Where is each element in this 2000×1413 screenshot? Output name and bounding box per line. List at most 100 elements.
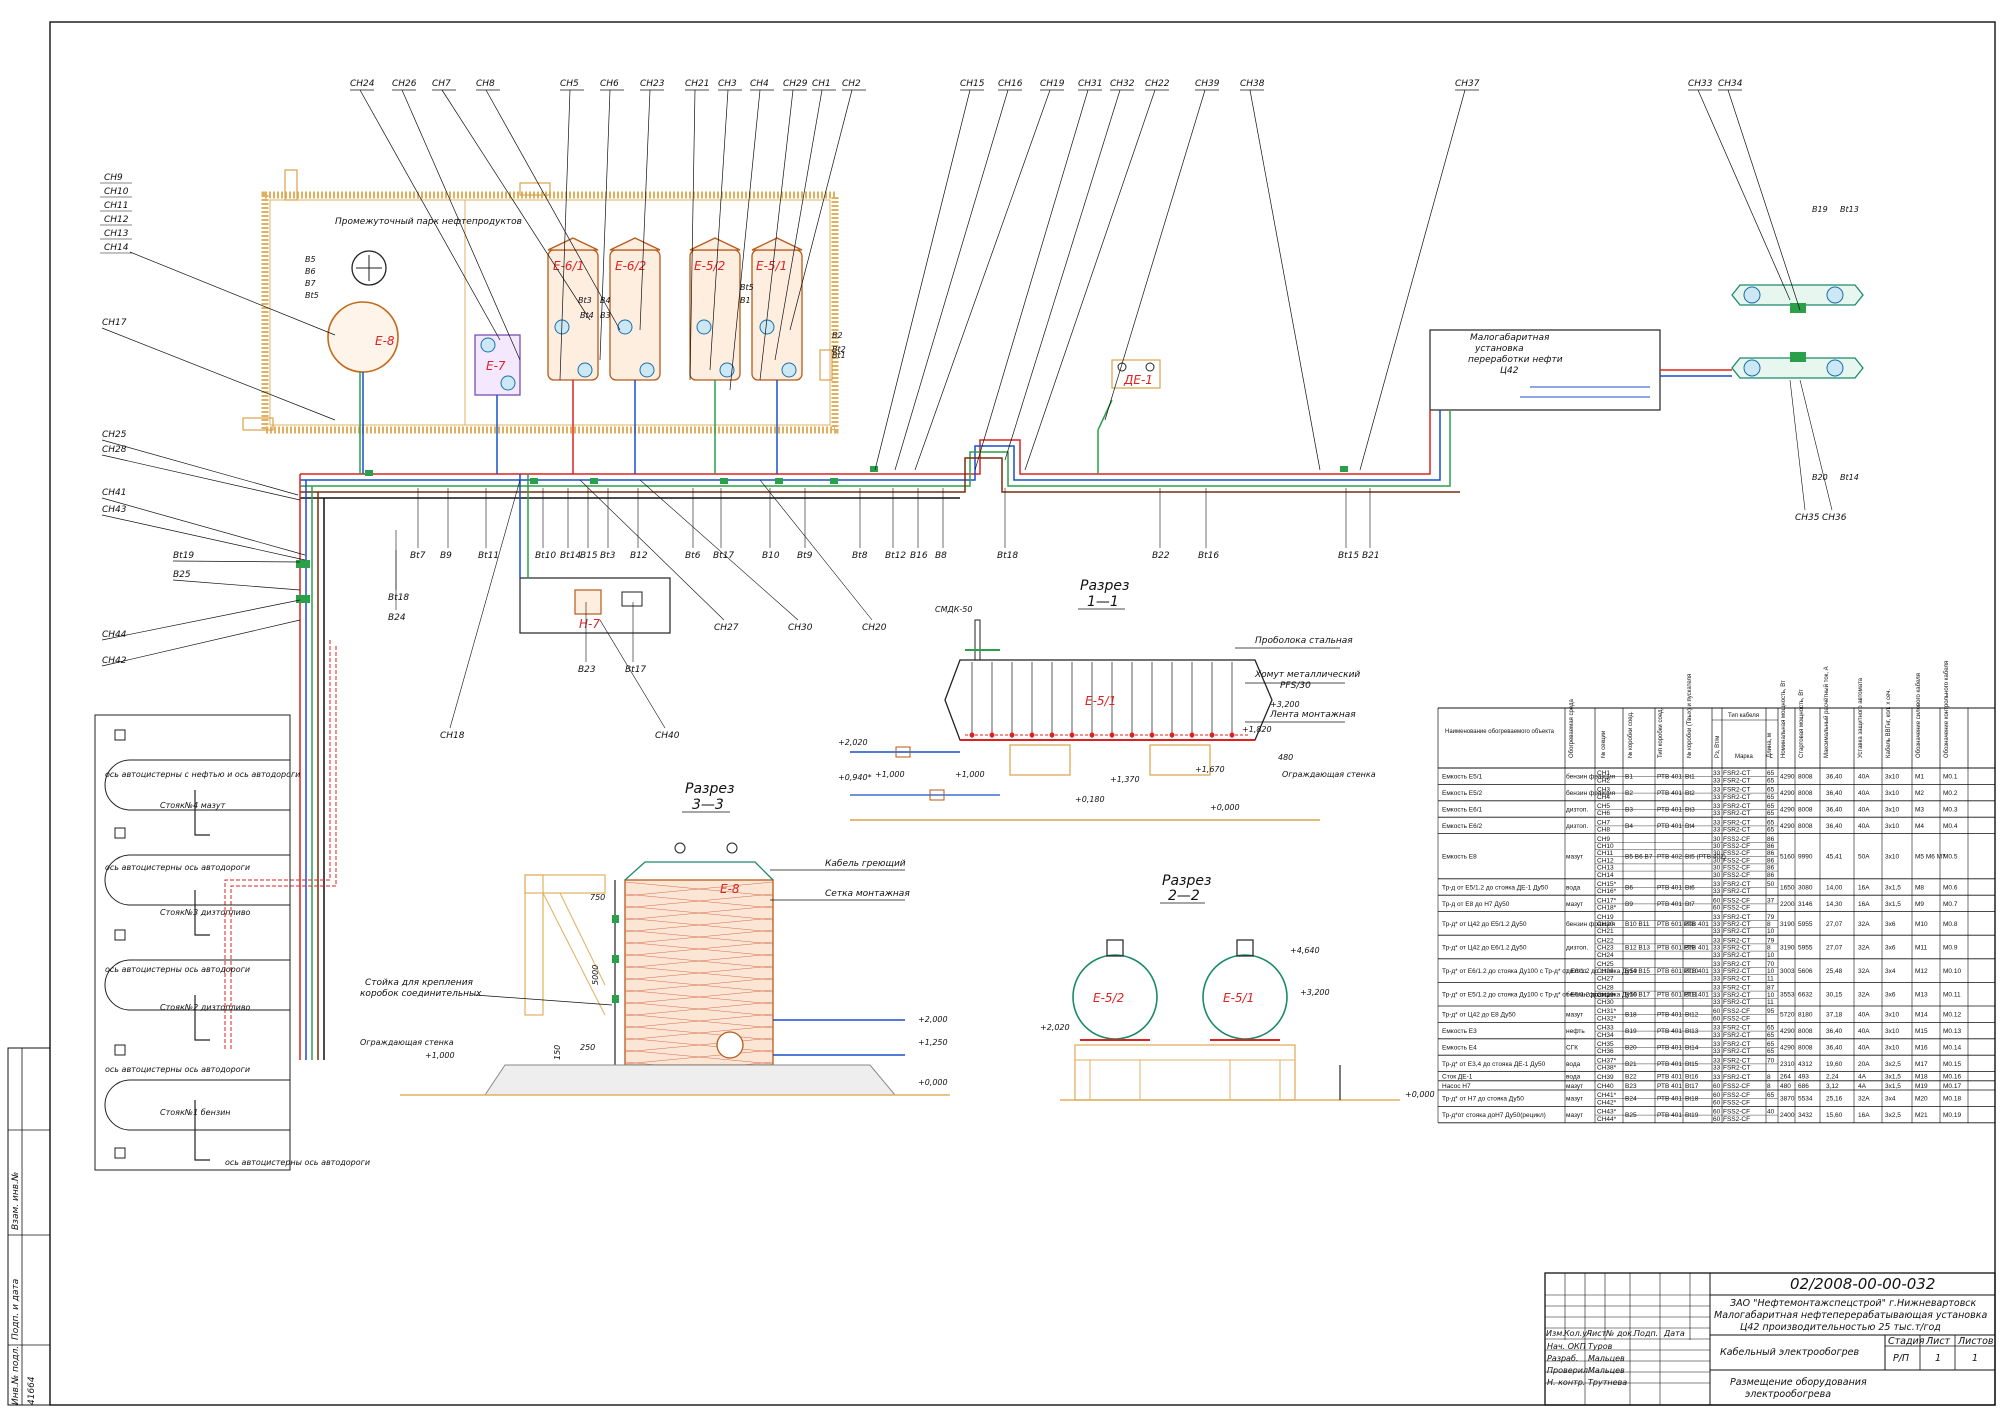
table-cell-cable: 3х10 bbox=[1885, 790, 1899, 797]
leader-line bbox=[441, 89, 591, 321]
table-cell-pz: 33 bbox=[1713, 770, 1721, 777]
leader-line bbox=[101, 619, 301, 667]
mesh-line bbox=[624, 941, 774, 957]
leader-line bbox=[639, 479, 799, 621]
table-cell-ctrl: Вt19 bbox=[1685, 1112, 1699, 1119]
section-33-note-1: Кабель греющий bbox=[825, 859, 906, 869]
park-label: Промежуточный парк нефтепродуктов bbox=[335, 217, 522, 227]
table-cell-object: Тр-д* от Е3,4 до стояка ДЕ-1 Ду50 bbox=[1442, 1061, 1546, 1068]
cable-tag-top: СН5 bbox=[560, 79, 579, 89]
table-cell-medium: дизтоп. bbox=[1566, 968, 1588, 975]
cable-tag-left: СН44 bbox=[102, 630, 127, 640]
table-cell-cable: 3х10 bbox=[1885, 823, 1899, 830]
table-cell-medium: бензин фракция bbox=[1566, 773, 1616, 781]
table-cell-power-cable: М14 bbox=[1915, 1012, 1928, 1019]
stamp-col-head: № док. bbox=[1605, 1329, 1635, 1338]
table-cell-mark: FSR2-CT bbox=[1723, 992, 1750, 999]
table-cell-length: 65 bbox=[1767, 787, 1775, 794]
box-tag-bottom: Вt11 bbox=[478, 551, 499, 561]
table-cell-power-cable: М3 bbox=[1915, 807, 1924, 814]
table-cell-pn: 4290 bbox=[1780, 823, 1795, 830]
table-cell-object: Емкость Е5/2 bbox=[1442, 790, 1483, 797]
table-cell-pn: 3870 bbox=[1780, 1096, 1795, 1103]
stamp-col-head: Подп. bbox=[1634, 1329, 1658, 1338]
mesh-line bbox=[624, 929, 774, 945]
table-cell-pn: 2200 bbox=[1780, 901, 1795, 908]
table-cell-section: СН26 bbox=[1597, 968, 1614, 975]
table-cell-object: Емкость Е5/1 bbox=[1442, 774, 1483, 781]
table-cell-mark: FSR2-CT bbox=[1723, 787, 1750, 794]
table-cell-cable: 3х10 bbox=[1885, 1045, 1899, 1052]
road-label-4: ось автоцистерны ось автодороги bbox=[105, 965, 250, 974]
table-cell-control-cable: М0.15 bbox=[1943, 1061, 1961, 1068]
table-cell-mark: FSR2-CT bbox=[1723, 794, 1750, 801]
table-cell-ps: 8180 bbox=[1798, 1012, 1813, 1019]
cable-tag-left: Вt19 bbox=[173, 551, 194, 561]
table-cell-section: СН41* bbox=[1597, 1092, 1617, 1099]
table-cell-box: В3 bbox=[1625, 807, 1633, 814]
table-cell-type: РТВ 401 bbox=[1657, 807, 1682, 814]
mesh-line bbox=[624, 917, 774, 933]
box-tag-bottom: В15 bbox=[580, 551, 598, 561]
box-tag-small: Вt2 bbox=[832, 345, 846, 354]
table-cell-power-cable: М8 bbox=[1915, 885, 1924, 892]
table-cell-medium: мазут bbox=[1566, 1096, 1583, 1103]
section-22-elev-2: +2,020 bbox=[1040, 1023, 1070, 1032]
box-tag-bottom: Вt17 bbox=[625, 665, 646, 675]
box-tag-small: Вt5 bbox=[305, 291, 319, 300]
table-cell-mark: FSR2-CT bbox=[1723, 985, 1750, 992]
table-header: № коробки (Твых) и пускателя bbox=[1686, 674, 1693, 758]
section-11-elev-7: +0,940* bbox=[838, 773, 872, 782]
table-cell-cable: 3х10 bbox=[1885, 774, 1899, 781]
table-cell-pz: 33 bbox=[1713, 961, 1721, 968]
side-inv-number: 41664 bbox=[27, 1376, 37, 1405]
table-cell-mark: FSR2-CT bbox=[1723, 770, 1750, 777]
leader-line bbox=[1249, 89, 1321, 471]
table-cell-type: РТВ 401 bbox=[1657, 1028, 1682, 1035]
mesh-line bbox=[624, 893, 774, 909]
table-cell-current: 27,07 bbox=[1826, 921, 1843, 928]
table-cell-cable: 3х2,5 bbox=[1885, 1061, 1901, 1068]
table-header: Наименование обогреваемого объекта bbox=[1445, 729, 1555, 735]
table-cell-ctrl: Вt1 bbox=[1685, 774, 1695, 781]
table-cell-pz: 33 bbox=[1713, 975, 1721, 982]
table-cell-control-cable: М0.11 bbox=[1943, 992, 1961, 999]
table-cell-ctrl: Вt6 bbox=[1685, 885, 1695, 892]
table-cell-box: В25 bbox=[1625, 1112, 1637, 1119]
section-1-1: Разрез 1—1 СМДК-50 Е-5/1 Проболока сталь… bbox=[838, 578, 1376, 821]
leader-line bbox=[559, 89, 571, 381]
leader-line bbox=[129, 251, 336, 336]
section-11-title: Разрез bbox=[1080, 578, 1129, 594]
stamp-name: Мальцев bbox=[1588, 1354, 1625, 1363]
section-11-fence: Ограждающая стенка bbox=[1282, 770, 1376, 779]
stamp-role: Н. контр. bbox=[1547, 1378, 1585, 1387]
table-cell-medium: мазут bbox=[1566, 854, 1583, 861]
h7-label: Н-7 bbox=[579, 617, 600, 631]
leader-line bbox=[894, 89, 1009, 471]
leader-line bbox=[101, 454, 301, 501]
road-label-2: ось автоцистерны ось автодороги bbox=[105, 863, 250, 872]
table-header: Обогреваемая среда bbox=[1569, 698, 1575, 758]
cable-tag-top: СН38 bbox=[1240, 79, 1265, 89]
table-cell-type: РТВ 401 bbox=[1657, 1061, 1682, 1068]
table-cell-control-cable: М0.14 bbox=[1943, 1045, 1961, 1052]
table-cell-section: СН18* bbox=[1597, 905, 1617, 912]
stamp-org-2: Малогабаритная нефтеперерабатывающая уст… bbox=[1714, 1310, 1987, 1321]
table-cell-pz: 60 bbox=[1713, 1099, 1721, 1106]
leader-line bbox=[1024, 89, 1156, 471]
table-cell-box: В16 В17 bbox=[1625, 992, 1650, 999]
section-33-dim-1: 5000 bbox=[591, 965, 600, 985]
table-cell-section: СН17* bbox=[1597, 897, 1617, 904]
cable-tag-top: СН24 bbox=[350, 79, 375, 89]
leader-line bbox=[401, 89, 521, 361]
section-11-elev-4: +1,370 bbox=[1110, 775, 1140, 784]
table-cell-section: СН34 bbox=[1597, 1032, 1614, 1039]
table-cell-medium: бензин фракция bbox=[1566, 789, 1616, 797]
section-11-elev-3: +1,670 bbox=[1195, 765, 1225, 774]
tank-e61: Е-6/1 bbox=[547, 237, 599, 381]
stamp-title-2b: электрообогрева bbox=[1745, 1389, 1831, 1400]
table-cell-pz: 60 bbox=[1713, 1116, 1721, 1123]
road-label-1: Стояк№4 мазут bbox=[160, 801, 226, 810]
